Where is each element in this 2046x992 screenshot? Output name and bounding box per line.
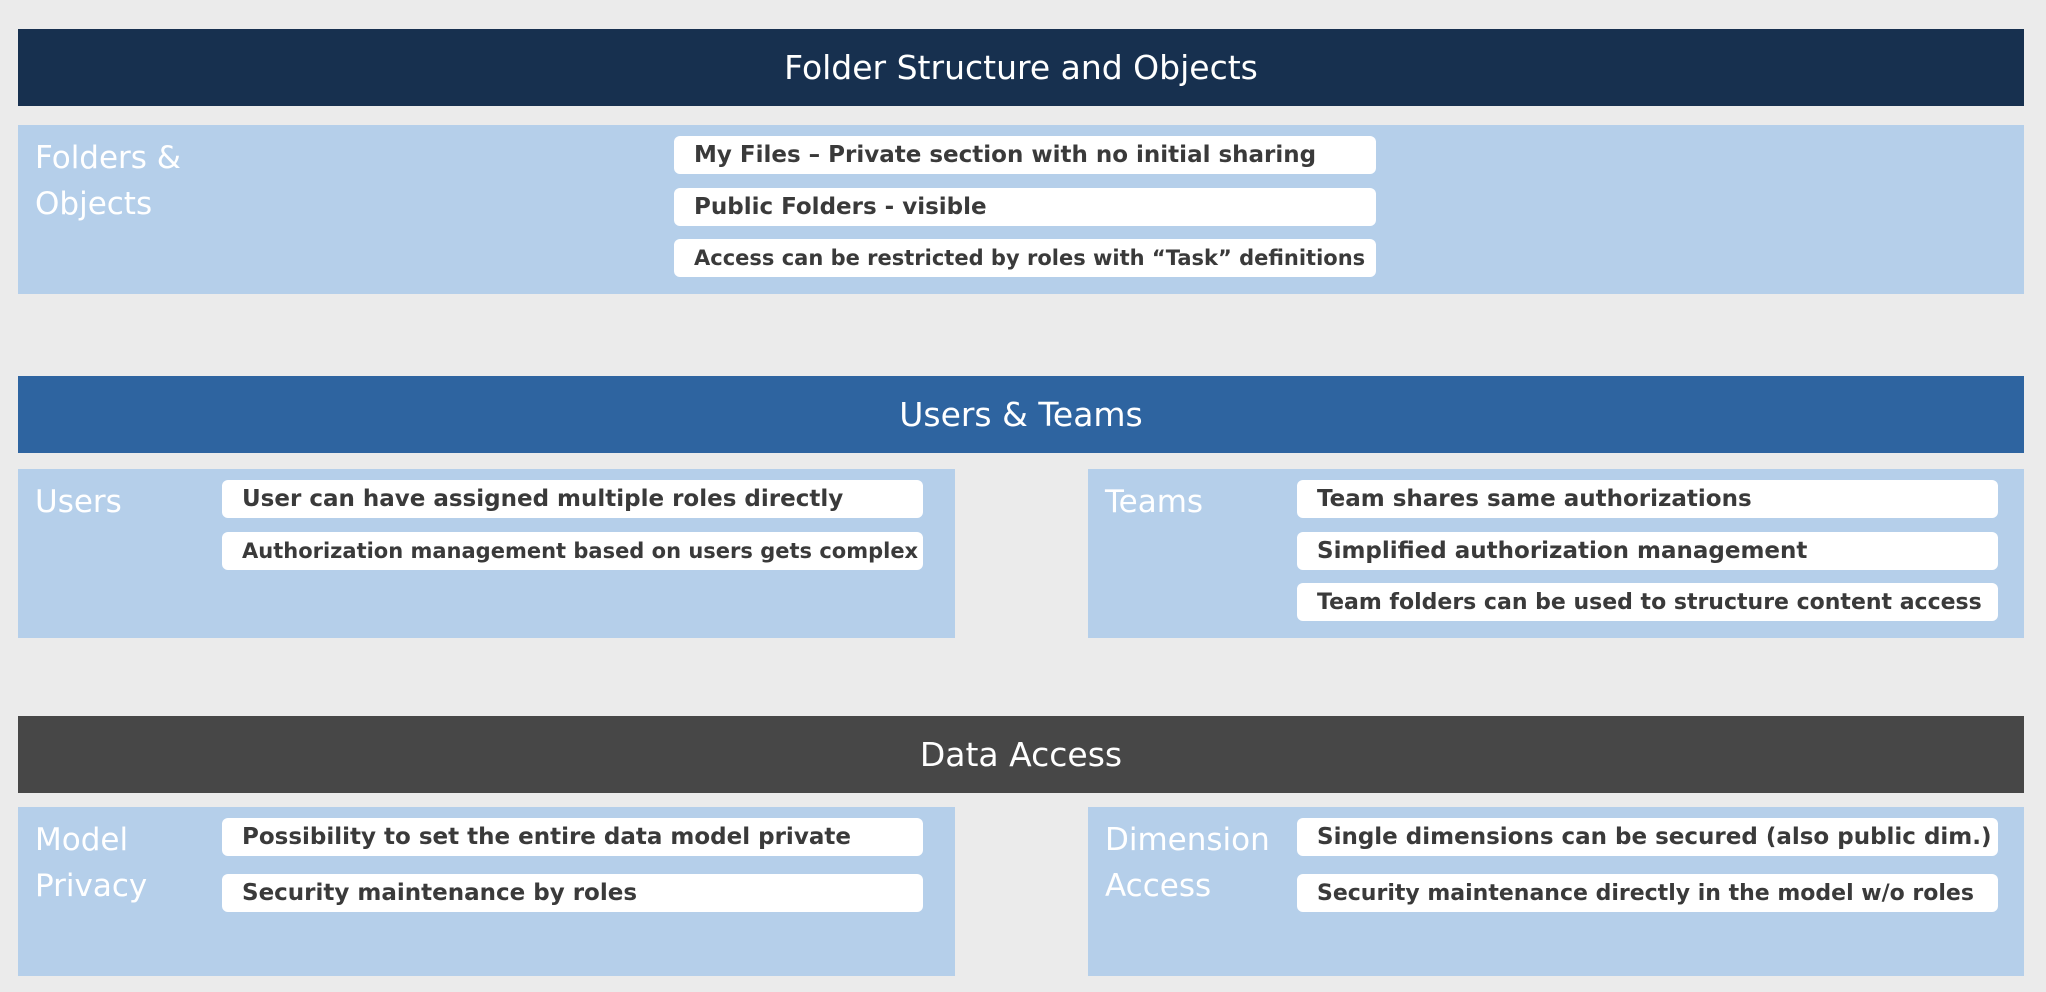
section-title: Folder Structure and Objects (784, 48, 1258, 87)
panel-label: Dimension Access (1105, 822, 1270, 904)
item-box: Security maintenance by roles (222, 874, 923, 912)
panel-label: Folders & Objects (35, 140, 181, 222)
panel-label: Model Privacy (35, 822, 148, 904)
item-box: My Files – Private section with no initi… (674, 136, 1376, 174)
item-box: Team shares same authorizations (1297, 480, 1998, 518)
item-box: Security maintenance directly in the mod… (1297, 874, 1998, 912)
section-title: Data Access (919, 735, 1123, 774)
panel-label: Users (35, 484, 122, 520)
item-box: Public Folders - visible (674, 188, 1376, 226)
section-header-users-teams: Users & Teams (18, 376, 2024, 453)
section-header-folder-structure: Folder Structure and Objects (18, 29, 2024, 106)
item-box: Possibility to set the entire data model… (222, 818, 923, 856)
panel-folders-objects: Folders & Objects My Files – Private sec… (18, 125, 2024, 294)
section-title: Users & Teams (899, 395, 1143, 434)
item-box: Simplified authorization management (1297, 532, 1998, 570)
item-box: Authorization management based on users … (222, 532, 923, 570)
panel-model-privacy: Model Privacy Possibility to set the ent… (18, 807, 955, 976)
item-box: User can have assigned multiple roles di… (222, 480, 923, 518)
panel-teams: Teams Team shares same authorizations Si… (1088, 469, 2024, 638)
panel-dimension-access: Dimension Access Single dimensions can b… (1088, 807, 2024, 976)
panel-users: Users User can have assigned multiple ro… (18, 469, 955, 638)
panel-label: Teams (1105, 484, 1204, 520)
item-box: Team folders can be used to structure co… (1297, 583, 1998, 621)
section-header-data-access: Data Access (18, 716, 2024, 793)
item-box: Single dimensions can be secured (also p… (1297, 818, 1998, 856)
item-box: Access can be restricted by roles with “… (674, 239, 1376, 277)
